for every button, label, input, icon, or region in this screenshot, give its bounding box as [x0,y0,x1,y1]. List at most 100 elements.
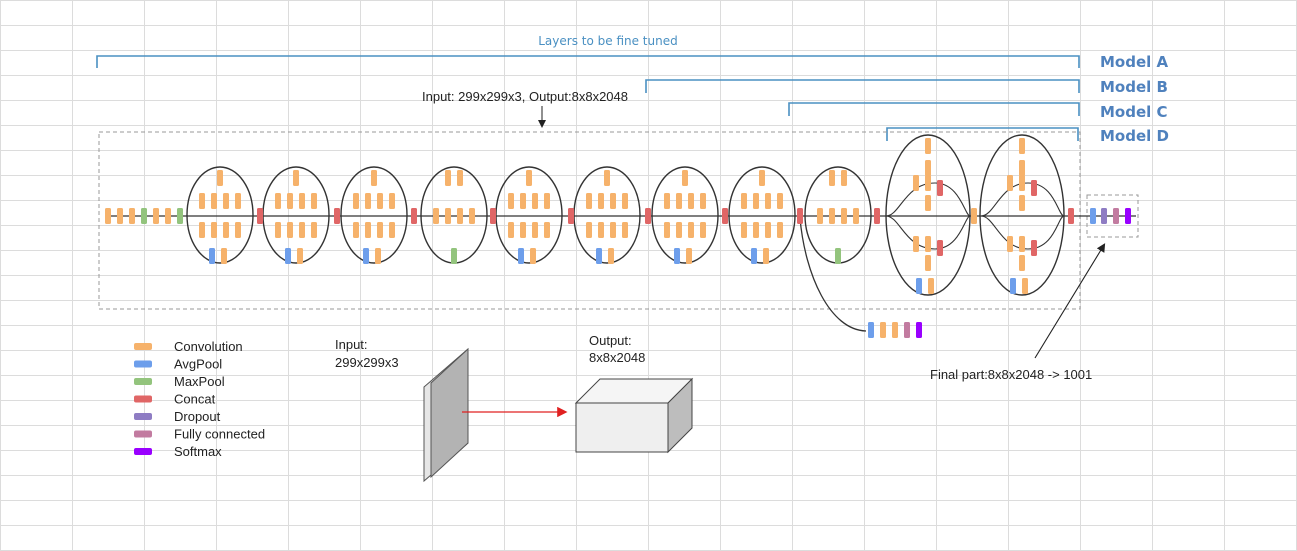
legend-swatch [134,360,152,368]
conv-block [445,208,451,224]
conv-block [297,248,303,264]
network-frame [98,131,1081,310]
aux-layer-block [892,322,898,338]
final-part-arrow [1034,243,1106,359]
conv-block [223,193,229,209]
legend: ConvolutionAvgPoolMaxPoolConcatDropoutFu… [134,339,265,459]
pool-block [209,248,215,264]
model-c-label: Model C [1100,103,1168,121]
conv-block [353,193,359,209]
conv-block [221,248,227,264]
concat-block [411,208,417,224]
inception-module-7 [728,166,796,264]
inception-module-1 [186,166,254,264]
conv-block [389,222,395,238]
inception-module-3 [340,166,408,264]
bracket-model-b [645,79,1080,93]
conv-block [759,170,765,186]
aux-layer-block [880,322,886,338]
pool-block [518,248,524,264]
legend-label: Convolution [174,339,243,354]
concat-block [568,208,574,224]
pool-block [1010,278,1016,294]
concat-block [257,208,263,224]
pool-block [751,248,757,264]
conv-block [765,222,771,238]
final-layer-block [1090,208,1096,224]
layer-blocks [105,138,1131,338]
conv-block [777,193,783,209]
output-label-2: 8x8x2048 [589,350,645,365]
legend-label: Fully connected [174,427,265,442]
conv-block [311,193,317,209]
concat-block [1031,180,1037,196]
bracket-model-a [96,55,1080,68]
conv-block [199,222,205,238]
model-brackets [96,55,1080,141]
conv-block [1019,195,1025,211]
conv-block [211,193,217,209]
module-outlines [186,134,1065,296]
input-slab [423,347,469,483]
bracket-model-c [788,102,1080,116]
conv-block [676,193,682,209]
conv-block [688,193,694,209]
conv-block [622,193,628,209]
conv-block [829,170,835,186]
conv-block [913,236,919,252]
inception-module-8 [885,134,971,296]
legend-label: Softmax [174,444,222,459]
conv-block [457,170,463,186]
concat-block [937,180,943,196]
conv-block [841,170,847,186]
conv-block [610,222,616,238]
conv-block [753,222,759,238]
conv-block [223,222,229,238]
conv-block [526,170,532,186]
conv-block [287,222,293,238]
stem-layer-block [153,208,159,224]
concat-block [937,240,943,256]
conv-block [700,193,706,209]
pool-block [451,248,457,264]
conv-block [293,170,299,186]
conv-block [375,248,381,264]
conv-block [520,222,526,238]
aux-branch-curve [799,217,867,332]
conv-block [925,195,931,211]
conv-block [925,236,931,252]
concat-block [874,208,880,224]
conv-block [371,170,377,186]
conv-block [853,208,859,224]
conv-block [217,170,223,186]
conv-block [610,193,616,209]
conv-block [741,193,747,209]
conv-block [275,193,281,209]
conv-block [299,193,305,209]
concat-block [645,208,651,224]
conv-block [598,222,604,238]
conv-block [676,222,682,238]
input-label-2: 299x299x3 [335,355,399,370]
conv-block [199,193,205,209]
conv-block [817,208,823,224]
inception-module-9 [979,134,1065,296]
conv-block [664,222,670,238]
legend-swatch [134,448,152,455]
model-d-label: Model D [1100,127,1169,145]
stem-layer-block [165,208,171,224]
model-b-label: Model B [1100,78,1168,96]
conv-block [520,193,526,209]
conv-block [365,222,371,238]
conv-block [925,160,931,176]
conv-block [544,222,550,238]
conv-block [700,222,706,238]
aux-layer-block [868,322,874,338]
aux-layer-block [904,322,910,338]
conv-block [508,222,514,238]
concat-block [797,208,803,224]
conv-block [763,248,769,264]
conv-block [299,222,305,238]
pool-block [363,248,369,264]
